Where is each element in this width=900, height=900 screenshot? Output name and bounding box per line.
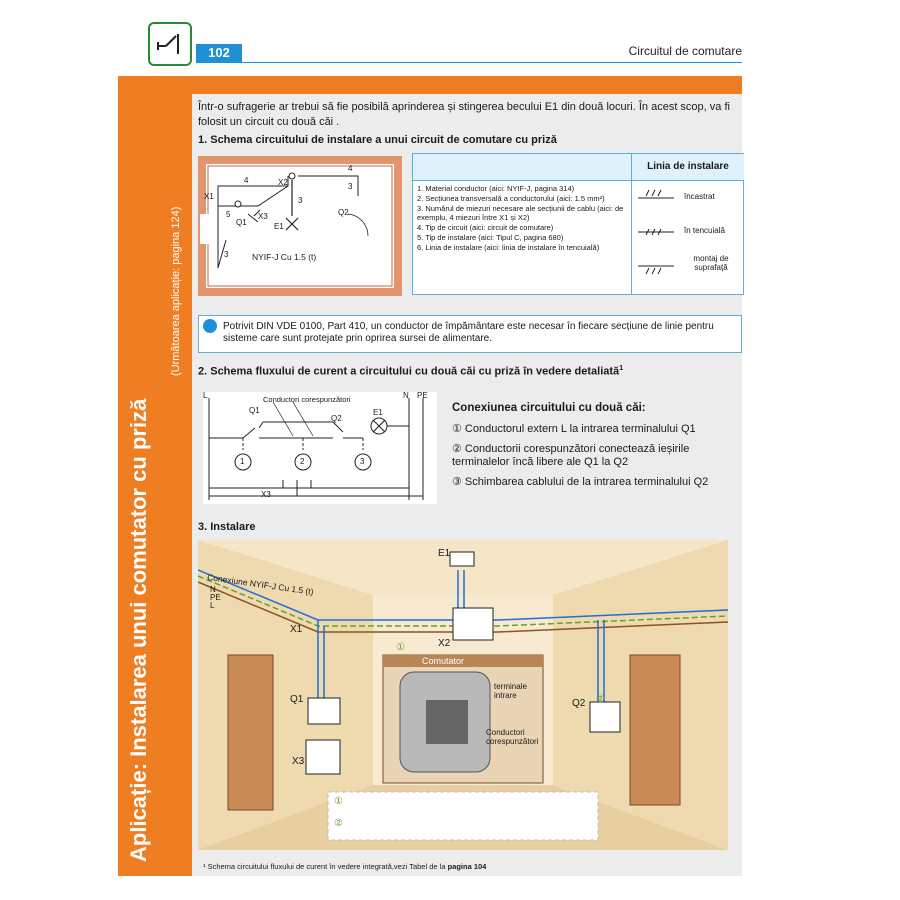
label-4b: 4 <box>348 164 353 173</box>
label-q1: Q1 <box>290 694 304 705</box>
current-flow-diagram: L N PE Q1 Q2 E1 X3 Conductori corespunză… <box>203 391 437 504</box>
label-5: 5 <box>226 210 231 219</box>
note-box: Potrivit DIN VDE 0100, Part 410, un cond… <box>198 315 742 353</box>
legend-table: Linia de instalare 1. Material conductor… <box>412 153 744 295</box>
circle-3: 3 <box>360 457 365 466</box>
line-type-legend: încastrat în tencuială montaj de suprafa… <box>631 180 744 294</box>
conductori-label: Conductori corespunzători <box>486 728 539 746</box>
label-e1: E1 <box>373 408 383 417</box>
circle-1: 1 <box>240 457 245 466</box>
label-x3: X3 <box>258 212 268 221</box>
top-bar <box>192 76 742 94</box>
legend-suprafata: montaj de suprafață <box>693 254 729 272</box>
label-q2: Q2 <box>331 414 342 423</box>
label-x3: X3 <box>292 756 305 767</box>
connection-item: ③ Schimbarea cablului de la intrarea ter… <box>452 476 709 488</box>
label-x1: X1 <box>290 624 303 635</box>
connection-title: Conexiunea circuitului cu două căi: <box>452 402 646 414</box>
section2-title: 2. Schema fluxului de curent a circuitul… <box>198 365 624 378</box>
footnote: ¹ Schema circuitului fluxului de curent … <box>203 862 487 871</box>
installation-schematic: X1 X2 X3 E1 Q1 Q2 4 4 3 3 3 5 NYIF-J Cu … <box>198 156 402 296</box>
terminale-label: terminale intrare <box>494 682 527 700</box>
info-dot-icon <box>203 319 217 333</box>
label-x2: X2 <box>438 638 451 649</box>
label-x1: X1 <box>204 192 214 201</box>
switch-symbol-icon <box>157 34 179 54</box>
connection-list: Conexiunea circuitului cu două căi: ① Co… <box>452 402 742 496</box>
label-x3: X3 <box>261 490 271 499</box>
marker-1: ① <box>396 642 405 653</box>
label-3a: 3 <box>298 196 303 205</box>
note-text: Potrivit DIN VDE 0100, Part 410, un cond… <box>223 321 714 344</box>
cable-label: NYIF-J Cu 1.5 (t) <box>252 252 317 262</box>
label-q2: Q2 <box>572 698 586 709</box>
circle-2: 2 <box>300 457 305 466</box>
label-x2: X2 <box>278 178 288 187</box>
legend-incastrat: încastrat <box>684 192 715 201</box>
marker-2: ② <box>596 694 605 705</box>
table-item-list: 1. Material conductor (aici: NYIF-J, pag… <box>417 184 629 253</box>
table-item: 6. Linia de instalare (aici: linia de in… <box>417 243 600 252</box>
side-band: Aplicație: Instalarea unui comutator cu … <box>118 76 192 876</box>
label-e1: E1 <box>274 222 284 231</box>
legend-1: ① <box>334 796 343 807</box>
page-number: 102 <box>196 44 242 62</box>
section3-title: 3. Instalare <box>198 521 256 533</box>
table-item: 4. Tip de circuit (aici: circuit de comu… <box>417 223 554 232</box>
installation-illustration: E1 Conexiune NYIF-J Cu 1.5 (t) N PE L X1… <box>197 540 729 850</box>
label-q1: Q1 <box>236 218 247 227</box>
legend-tencuiala: în tencuială <box>684 226 725 235</box>
label-pe: PE <box>210 593 221 602</box>
annotation: Conductori corespunzători <box>263 395 351 404</box>
table-item: 5. Tip de instalare (aici: Tipul C, pagi… <box>417 233 564 242</box>
label-q2: Q2 <box>338 208 349 217</box>
chapter-logo <box>148 22 192 66</box>
chapter-title: Circuitul de comutare <box>628 44 742 58</box>
label-e1: E1 <box>438 548 451 559</box>
rail-l: L <box>203 391 208 400</box>
rail-n: N <box>403 391 409 400</box>
side-title: Aplicație: Instalarea unui comutator cu … <box>126 398 151 862</box>
label-4a: 4 <box>244 176 249 185</box>
label-3c: 3 <box>224 250 229 259</box>
rail-pe: PE <box>417 391 428 400</box>
label-q1: Q1 <box>249 406 260 415</box>
header-rule <box>196 62 742 63</box>
table-header: Linia de instalare <box>631 154 744 180</box>
label-3b: 3 <box>348 182 353 191</box>
table-item: 2. Secțiunea transversală a conductorulu… <box>417 194 605 203</box>
table-item: 1. Material conductor (aici: NYIF-J, pag… <box>417 184 575 193</box>
comutator-label: Comutator <box>422 656 465 666</box>
intro-paragraph: Într-o sufragerie ar trebui să fie posib… <box>198 101 730 128</box>
connection-item: ② Conductorii corespunzători conectează … <box>452 443 690 468</box>
legend-2: ② <box>334 818 343 829</box>
section1-title: 1. Schema circuitului de instalare a unu… <box>198 134 557 146</box>
label-l: L <box>210 601 215 610</box>
label-n: N <box>210 585 216 594</box>
side-subtitle: (Următoarea aplicație: pagina 124) <box>170 206 182 376</box>
table-item: 3. Numărul de miezuri necesare ale secți… <box>417 204 624 222</box>
connection-item: ① Conductorul extern L la intrarea termi… <box>452 423 696 435</box>
